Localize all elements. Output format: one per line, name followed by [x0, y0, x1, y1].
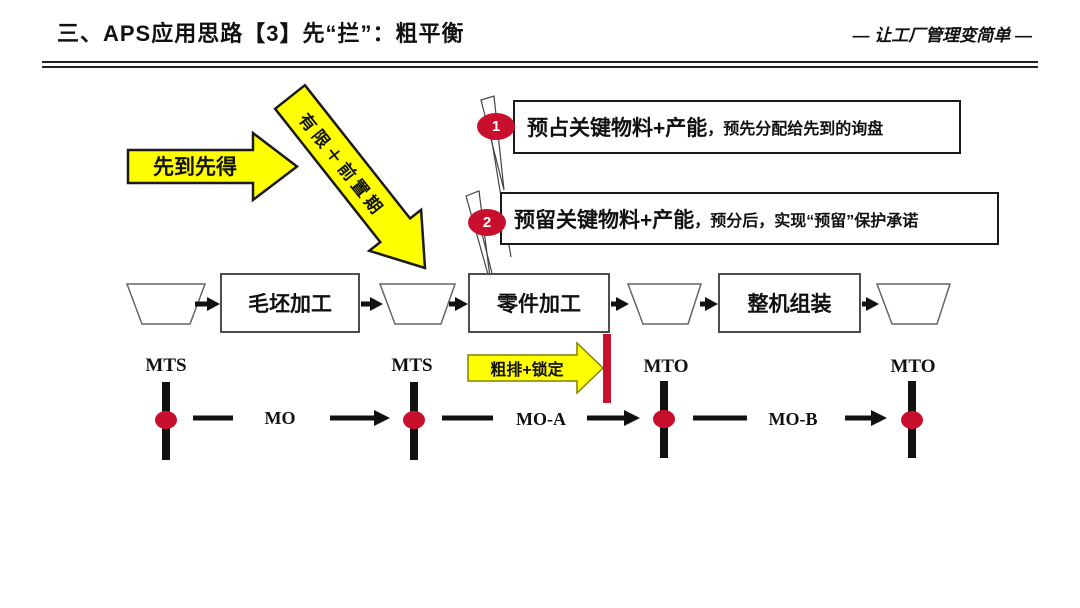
first-come-arrow — [126, 130, 300, 203]
node-label-mto-1: MTO — [643, 356, 689, 377]
freeze-line — [603, 334, 611, 403]
callout-2-pennant — [465, 190, 492, 286]
callout-2-number: 2 — [482, 214, 492, 231]
finite-leadtime-arrow — [273, 83, 427, 270]
inventory-trapezoid-1 — [125, 283, 207, 325]
stage-box-final-assembly: 整机组装 — [718, 273, 861, 333]
order-label-mo: MO — [264, 408, 296, 428]
first-come-arrow-label: 先到先得 — [153, 156, 237, 179]
inventory-trapezoid-4 — [875, 283, 952, 325]
rough-lock-arrow-label: 粗排+锁定 — [490, 362, 564, 379]
node-label-mts-2: MTS — [391, 355, 433, 376]
callout-1-bold-text: 预占关键物料+产能 — [527, 117, 708, 140]
header-divider — [42, 61, 1038, 68]
order-label-mo-a: MO-A — [516, 409, 566, 429]
callout-1-detail-text: ，预先分配给先到的询盘 — [707, 121, 884, 138]
rough-lock-arrow — [467, 341, 605, 395]
stage-box-part-machining: 零件加工 — [468, 273, 610, 333]
timeline-node-dots — [155, 410, 923, 429]
header-slogan: — 让工厂管理变简单 — — [852, 26, 1032, 45]
callout-1-box: 预占关键物料+产能，预先分配给先到的询盘 — [513, 100, 961, 154]
node-label-mto-2: MTO — [890, 356, 936, 377]
callout-2-number-badge: 2 — [468, 209, 506, 236]
page-title: 三、APS应用思路【3】先“拦”：粗平衡 — [57, 21, 465, 46]
order-label-mo-b: MO-B — [768, 409, 818, 429]
callout-2-box: 预留关键物料+产能，预分后，实现“预留”保护承诺 — [500, 192, 999, 245]
inventory-trapezoid-2 — [378, 283, 457, 325]
node-label-mts-1: MTS — [145, 355, 187, 376]
stage-box-blank-machining: 毛坯加工 — [220, 273, 360, 333]
flow-arrows — [195, 297, 879, 311]
timeline-connectors — [193, 410, 887, 426]
callout-2-bold-text: 预留关键物料+产能 — [514, 208, 695, 232]
callout-1-number: 1 — [491, 118, 501, 135]
callout-1-number-badge: 1 — [477, 113, 515, 140]
inventory-trapezoid-3 — [626, 283, 703, 325]
callout-2-detail-text: ，预分后，实现“预留”保护承诺 — [694, 212, 919, 230]
